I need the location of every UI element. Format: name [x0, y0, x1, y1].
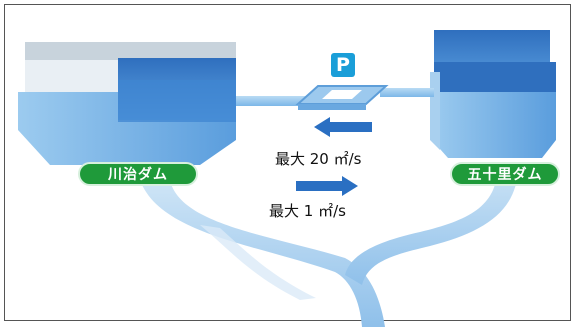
dam-left-label: 川治ダム — [78, 162, 198, 186]
river-left-lower — [200, 225, 316, 300]
river-left — [140, 180, 385, 327]
dam-right-label: 五十里ダム — [450, 162, 560, 186]
dam-right-shape — [430, 30, 556, 158]
river-right — [345, 162, 519, 285]
flow-to-left-label: 最大 20 ㎡/s — [275, 150, 362, 168]
parking-symbol: P — [336, 54, 350, 76]
dam-left-shape — [18, 42, 236, 165]
flow-to-right-label: 最大 1 ㎡/s — [269, 202, 346, 220]
dam-left-name: 川治ダム — [108, 167, 168, 183]
arrow-to-left — [314, 117, 372, 137]
parking-icon: P — [331, 53, 355, 77]
dam-right-name: 五十里ダム — [467, 167, 543, 183]
connecting-pipe — [236, 85, 434, 110]
arrow-to-right — [296, 176, 358, 196]
